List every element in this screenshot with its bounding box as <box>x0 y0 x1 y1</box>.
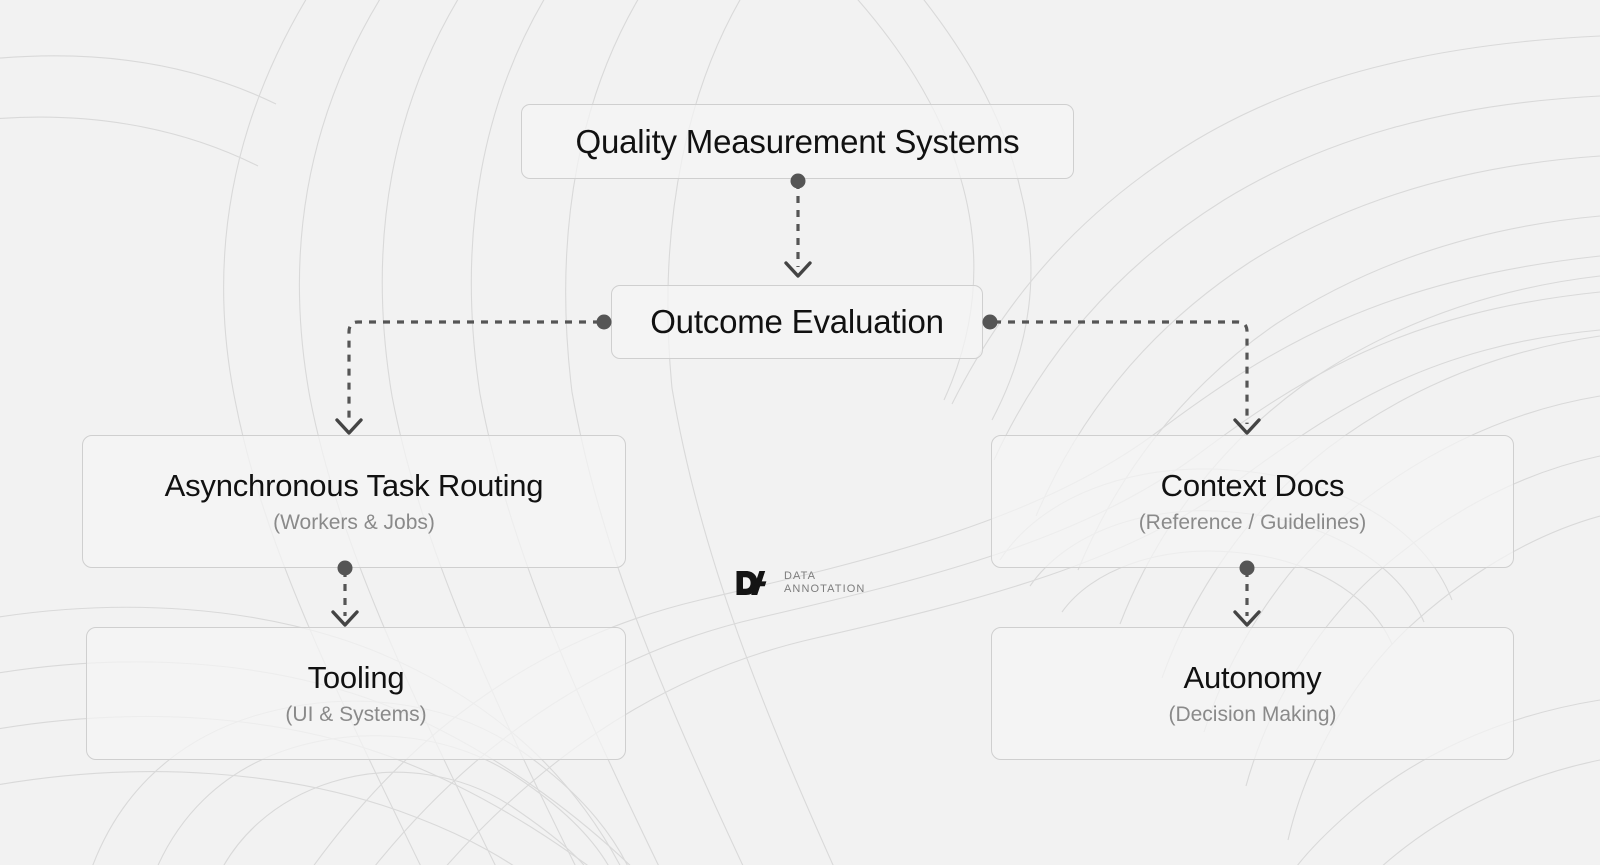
edge-source-dot <box>596 314 612 330</box>
node-asynchronous-task-routing[interactable]: Asynchronous Task Routing (Workers & Job… <box>82 435 626 568</box>
node-tooling[interactable]: Tooling (UI & Systems) <box>86 627 626 760</box>
data-annotation-logo-icon <box>736 571 767 595</box>
node-subtitle: (Reference / Guidelines) <box>1138 511 1367 535</box>
node-context-docs[interactable]: Context Docs (Reference / Guidelines) <box>991 435 1514 568</box>
node-subtitle: (Decision Making) <box>1168 703 1337 727</box>
node-title: Tooling <box>307 659 405 695</box>
edge-arrowhead <box>331 610 359 627</box>
edge-arrowhead <box>335 418 363 435</box>
watermark: DATA ANNOTATION <box>735 569 865 597</box>
node-title: Quality Measurement Systems <box>575 122 1020 160</box>
watermark-line-2: ANNOTATION <box>784 583 866 595</box>
edge-arrowhead <box>784 261 812 278</box>
node-quality-measurement-systems[interactable]: Quality Measurement Systems <box>521 104 1074 179</box>
node-title: Autonomy <box>1183 659 1322 695</box>
edge-outcome-to-context <box>994 320 1249 424</box>
edge-arrowhead <box>1233 610 1261 627</box>
node-autonomy[interactable]: Autonomy (Decision Making) <box>991 627 1514 760</box>
edge-outcome-to-async <box>347 320 600 424</box>
node-subtitle: (UI & Systems) <box>285 703 427 727</box>
node-title: Asynchronous Task Routing <box>164 467 544 503</box>
watermark-line-1: DATA <box>784 569 817 582</box>
node-title: Context Docs <box>1160 467 1345 503</box>
node-subtitle: (Workers & Jobs) <box>273 511 435 535</box>
node-outcome-evaluation[interactable]: Outcome Evaluation <box>611 285 983 359</box>
edge-source-dot <box>982 314 998 330</box>
node-title: Outcome Evaluation <box>650 303 944 341</box>
watermark-text: DATA ANNOTATION <box>784 570 865 597</box>
edge-arrowhead <box>1233 418 1261 435</box>
